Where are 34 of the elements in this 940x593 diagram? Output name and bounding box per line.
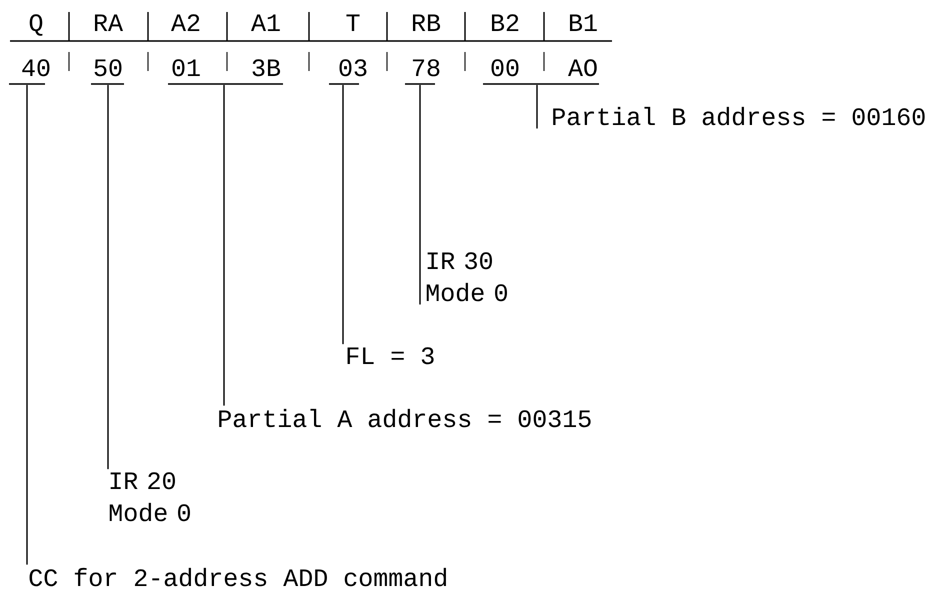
field-name: B1 bbox=[570, 14, 597, 31]
underline-bar bbox=[405, 83, 435, 85]
annotation-text: Partial A address = 00315 bbox=[219, 408, 591, 428]
leader-line bbox=[342, 85, 344, 344]
underline-bar bbox=[9, 83, 45, 85]
field-name: RB bbox=[412, 14, 440, 31]
field-name: T bbox=[346, 14, 360, 31]
field-name: RA bbox=[94, 14, 123, 31]
underline-bar bbox=[329, 83, 359, 85]
annotation-text: Partial B address = 00160 bbox=[553, 106, 925, 126]
leader-line bbox=[419, 85, 421, 304]
field-name: Q bbox=[30, 14, 42, 36]
leader-line bbox=[107, 85, 109, 470]
field-name: B2 bbox=[492, 14, 518, 31]
field-value: 40 bbox=[22, 59, 50, 76]
field-name: A2 bbox=[171, 14, 200, 31]
field-value: 3B bbox=[252, 59, 280, 76]
field-value: 00 bbox=[492, 59, 518, 76]
field-name: A1 bbox=[251, 14, 280, 31]
annotation-text: CC for 2-address ADD command bbox=[30, 568, 446, 586]
underline-bar bbox=[483, 83, 599, 85]
leader-line bbox=[223, 85, 225, 406]
annotation-text: FL = 3 bbox=[348, 347, 434, 364]
annotation-text: IR 30 Mode 0 bbox=[426, 252, 507, 302]
underline-bar bbox=[168, 83, 283, 85]
underline-bar bbox=[91, 83, 124, 85]
field-value: 78 bbox=[412, 59, 440, 76]
field-value: 03 bbox=[340, 59, 366, 76]
annotation-text: IR 20 Mode 0 bbox=[110, 472, 190, 522]
leader-line bbox=[536, 85, 538, 129]
field-value: AO bbox=[568, 59, 597, 76]
field-value: 50 bbox=[94, 59, 122, 76]
leader-line bbox=[26, 85, 28, 565]
field-value: 01 bbox=[172, 59, 200, 76]
